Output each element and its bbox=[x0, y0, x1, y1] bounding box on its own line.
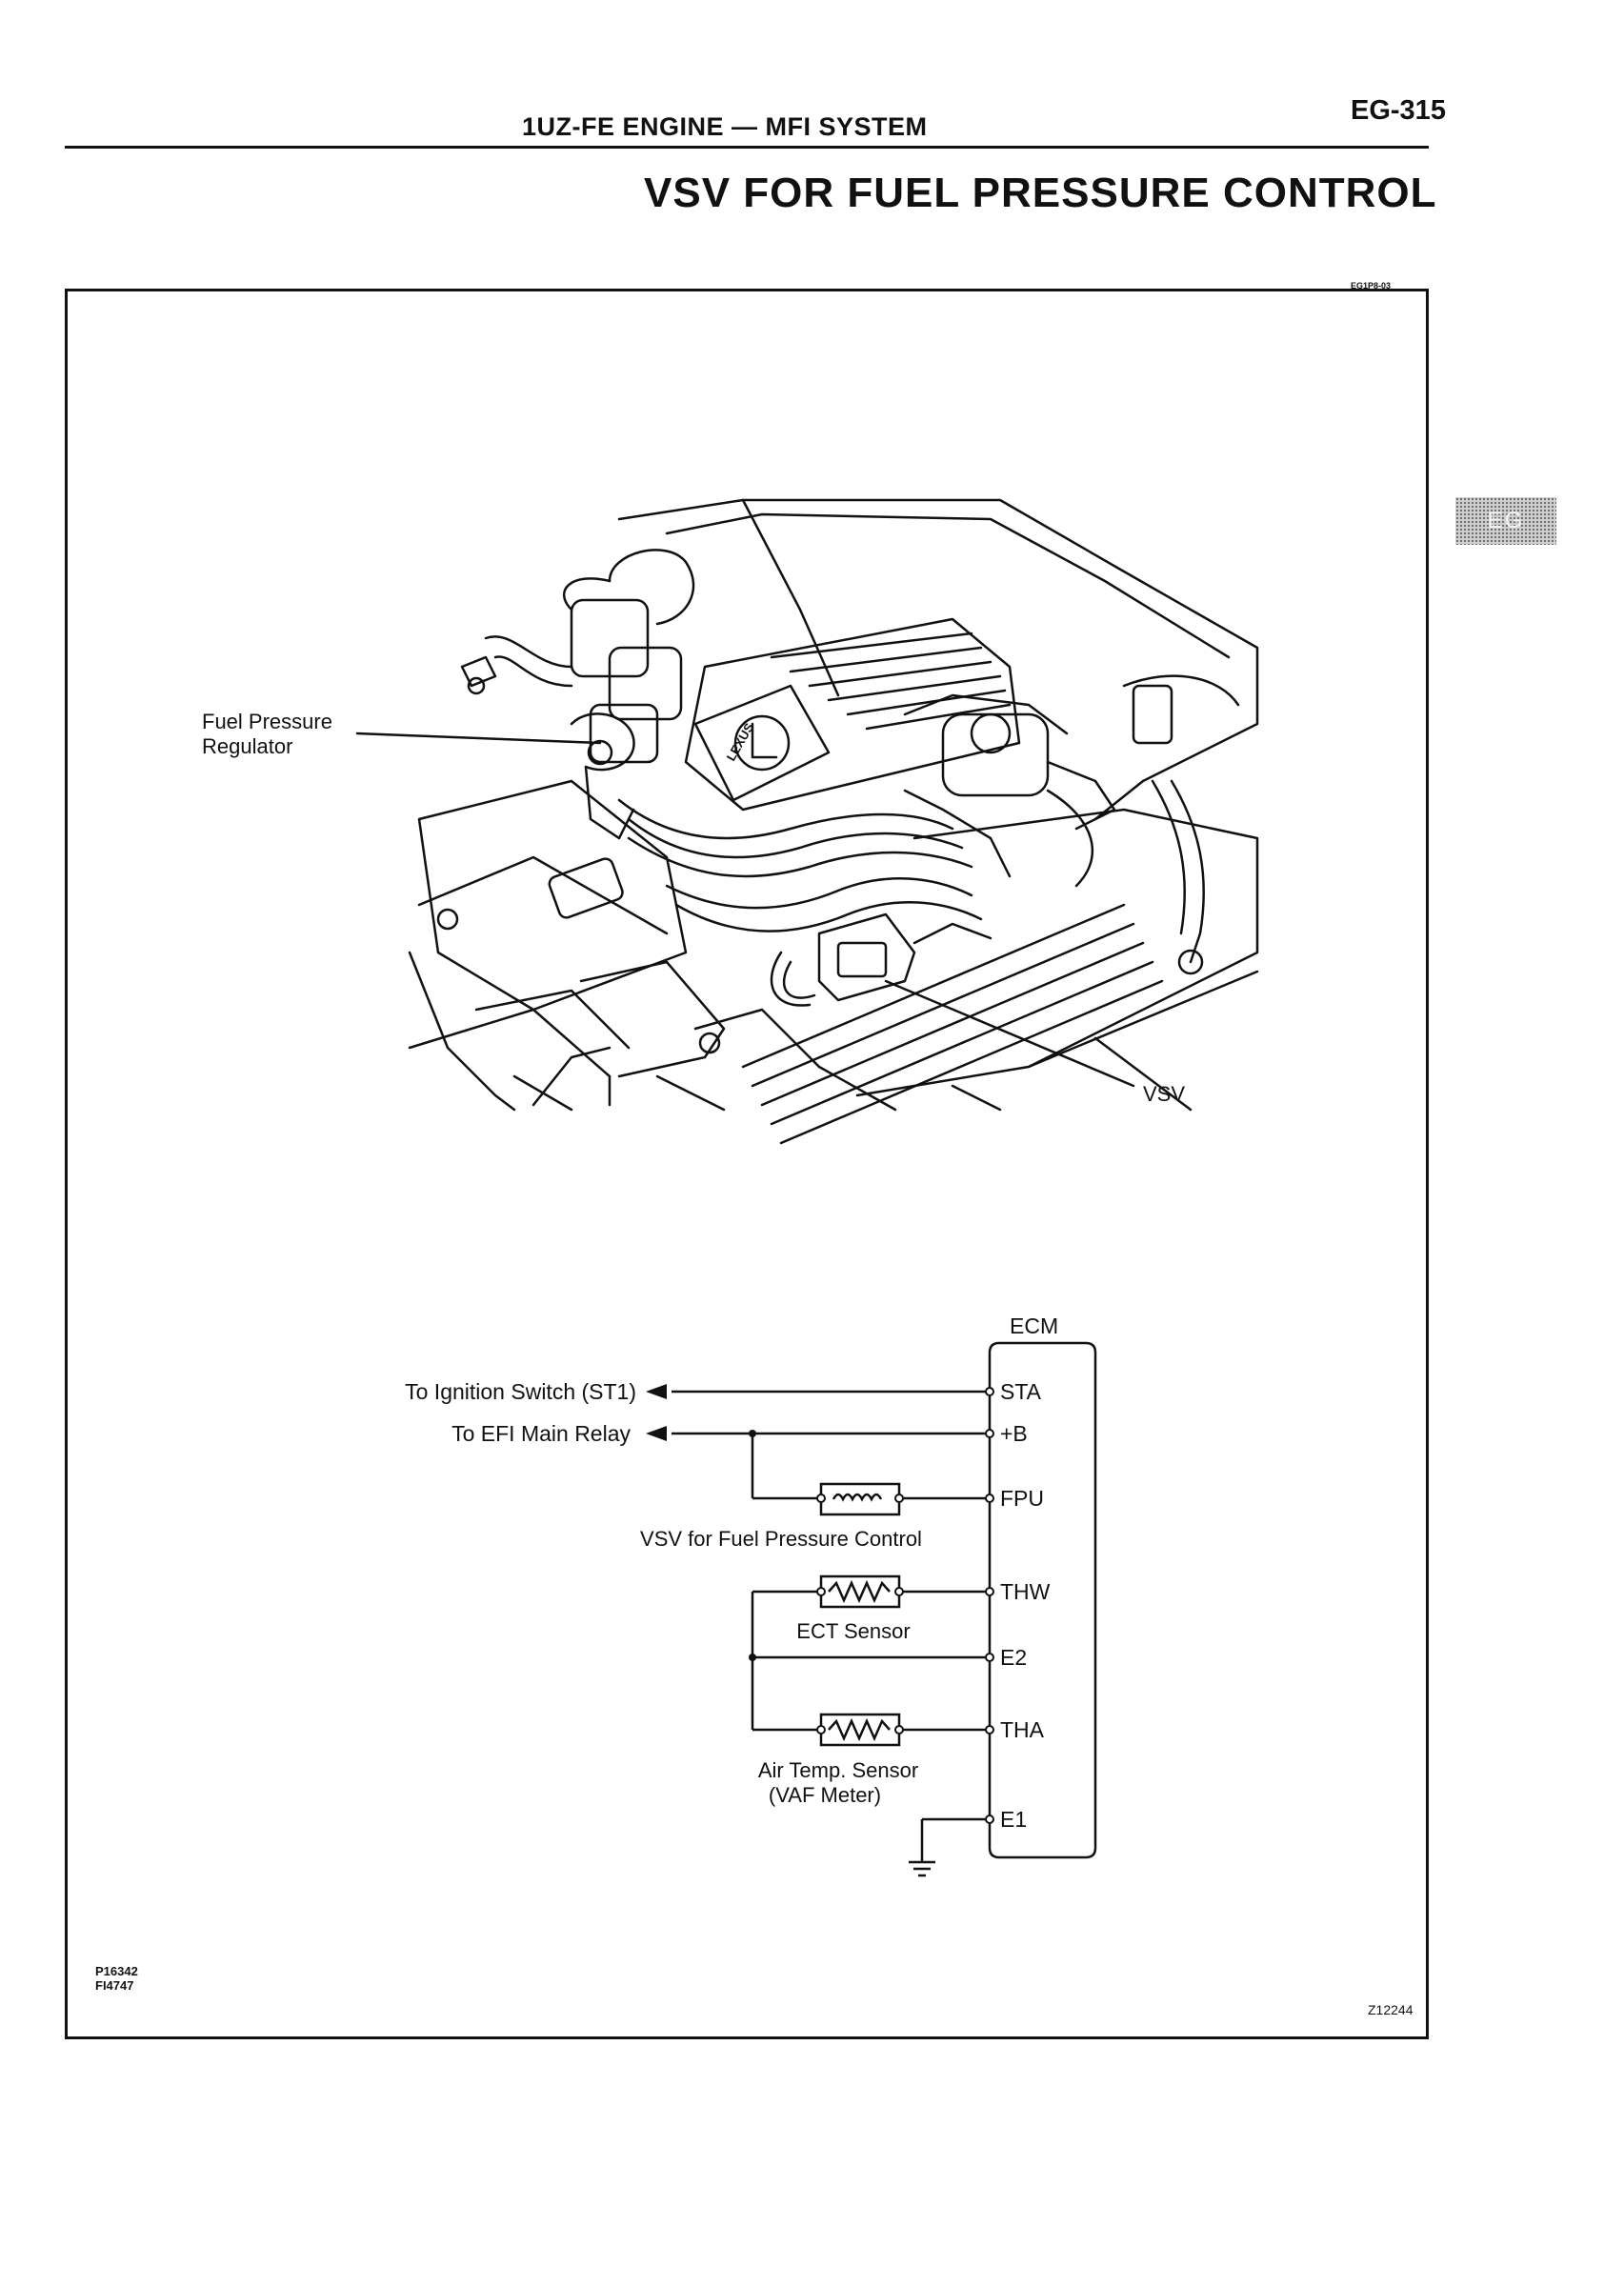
section-title: VSV FOR FUEL PRESSURE CONTROL bbox=[644, 170, 1437, 216]
figure-reference-2: FI4747 bbox=[95, 1978, 134, 1993]
terminal-sta: STA bbox=[1000, 1379, 1042, 1404]
terminal-fpu: FPU bbox=[1000, 1486, 1044, 1511]
ecm-label: ECM bbox=[1010, 1313, 1058, 1338]
illustration-code: Z12244 bbox=[1368, 2002, 1413, 2017]
figure-reference-1: P16342 bbox=[95, 1964, 138, 1978]
vsv-component-label: VSV for Fuel Pressure Control bbox=[640, 1527, 922, 1551]
page-number: EG-315 bbox=[1351, 95, 1446, 126]
air-temp-sensor-label: Air Temp. Sensor bbox=[758, 1758, 918, 1782]
header-rule bbox=[65, 146, 1429, 149]
regulator-label-line1: Fuel Pressure bbox=[202, 710, 332, 733]
terminal-plus-b: +B bbox=[1000, 1421, 1028, 1446]
section-tab[interactable]: EG bbox=[1455, 497, 1556, 545]
figure-frame bbox=[65, 289, 1429, 2039]
ect-sensor-label: ECT Sensor bbox=[796, 1619, 910, 1643]
vsv-label: VSV bbox=[1143, 1082, 1186, 1106]
terminal-tha: THA bbox=[1000, 1717, 1045, 1742]
running-header-title: 1UZ-FE ENGINE — MFI SYSTEM bbox=[522, 112, 928, 141]
terminal-e1: E1 bbox=[1000, 1807, 1027, 1832]
ignition-switch-label: To Ignition Switch (ST1) bbox=[405, 1379, 636, 1404]
terminal-thw: THW bbox=[1000, 1579, 1051, 1604]
terminal-e2: E2 bbox=[1000, 1645, 1027, 1670]
ecm-box bbox=[988, 1341, 1097, 1859]
document-code: EG1P8-03 bbox=[1351, 281, 1392, 291]
fuel-pressure-regulator-label: Fuel Pressure Regulator bbox=[202, 710, 332, 759]
regulator-label-line2: Regulator bbox=[202, 734, 293, 758]
efi-main-relay-label: To EFI Main Relay bbox=[451, 1421, 631, 1446]
vaf-meter-label: (VAF Meter) bbox=[769, 1783, 881, 1807]
